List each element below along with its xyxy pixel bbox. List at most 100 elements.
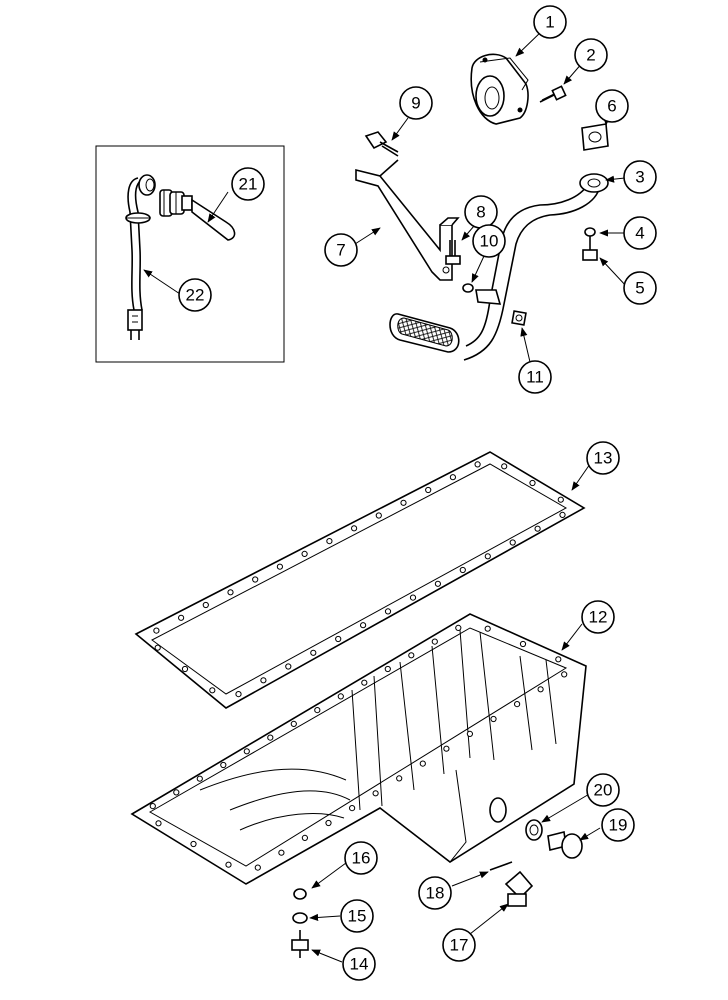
bolt-hole [209,687,216,694]
bolt-hole [474,461,481,468]
part-4-washer [584,227,596,237]
bolt-hole [349,805,356,812]
bolt-hole [278,849,285,856]
bolt-hole [455,624,462,632]
bolt-hole [408,652,415,659]
bolt-hole [220,761,227,769]
svg-text:18: 18 [426,884,445,903]
part-9-bolt [364,131,399,157]
bolt-hole [466,730,473,738]
svg-text:3: 3 [635,168,644,187]
bolt-hole [431,638,438,645]
bolt-hole [310,649,317,656]
bolt-hole [537,686,544,693]
bolt-hole [361,679,368,686]
bolt-hole [555,656,562,663]
bolt-hole [384,665,391,673]
callout-16: 16 [344,841,378,875]
bolt-hole [337,693,344,700]
part-2-bolt [539,85,567,103]
bolt-hole [276,563,283,570]
part-15-washer [292,912,308,924]
bolt-hole [443,745,450,752]
bolt-hole [449,474,456,481]
bolt-hole [260,677,267,684]
part-1-oil-pump [470,53,529,125]
bolt-hole [154,644,161,651]
bolt-hole [514,701,521,708]
callout-5: 5 [623,271,657,305]
callout-15: 15 [340,899,374,933]
part-3-pickup-tube [389,173,609,361]
pan-bolt-holes [149,624,568,871]
svg-text:16: 16 [352,849,371,868]
part-19-drain-plug [547,831,583,859]
callout-18: 18 [418,876,452,910]
bolt-hole [301,550,308,558]
leader-lines [143,29,628,963]
bolt-hole [501,463,508,470]
svg-text:14: 14 [350,955,369,974]
bolt-hole [375,512,382,519]
svg-text:17: 17 [450,936,469,955]
svg-text:13: 13 [594,449,613,468]
callout-22: 22 [178,278,212,312]
part-12-oil-pan [130,613,587,885]
bolt-hole [267,734,274,741]
svg-text:6: 6 [607,97,616,116]
bolt-hole [459,566,466,574]
part-22-oil-level-sensor [125,174,156,340]
bolt-hole [529,479,536,487]
svg-text:1: 1 [545,13,554,32]
callout-3: 3 [623,160,657,194]
bolt-hole [155,820,162,827]
callout-6: 6 [595,89,629,123]
bolt-hole [314,707,321,714]
bolt-hole [335,635,342,643]
callout-20: 20 [586,773,620,807]
part-20-washer [525,819,543,841]
bolt-hole [235,691,242,698]
bolt-hole [409,594,417,601]
part-7-bracket [355,159,460,281]
svg-text:7: 7 [336,241,345,260]
callouts: 1 2 6 3 4 5 9 8 10 7 11 21 22 13 12 20 1… [178,5,657,981]
bolt-hole [557,496,564,503]
bolt-hole [509,539,516,546]
part-6-gasket [581,123,609,151]
bolt-hole [434,580,441,587]
part-5-bolt [582,236,598,261]
bolt-hole [252,576,259,583]
part-18-o-ring [489,861,513,871]
svg-text:10: 10 [480,232,499,251]
part-13-pan-gasket [134,451,586,709]
bolt-hole [325,819,332,827]
bolt-hole [484,625,491,632]
bolt-hole [178,614,185,621]
bolt-hole [400,499,407,506]
callout-4: 4 [623,216,657,250]
bolt-hole [202,601,209,609]
bolt-hole [559,511,566,519]
bolt-hole [396,775,403,782]
callout-10: 10 [472,224,506,258]
bolt-hole [225,861,232,868]
bolt-hole [419,760,426,767]
bolt-hole [519,640,527,648]
bolt-hole [149,803,156,810]
bolt-hole [490,715,497,723]
callout-17: 17 [442,928,476,962]
svg-text:19: 19 [609,816,628,835]
part-21-plug [159,189,236,241]
part-10-washer [462,283,474,293]
callout-19: 19 [601,808,635,842]
bolt-hole [181,665,189,673]
part-16-washer [293,888,307,900]
bolt-hole [425,486,432,494]
svg-text:22: 22 [186,286,205,305]
bolt-hole [534,525,541,532]
svg-text:8: 8 [476,203,485,222]
svg-text:11: 11 [526,368,544,387]
bolt-hole [290,720,297,728]
